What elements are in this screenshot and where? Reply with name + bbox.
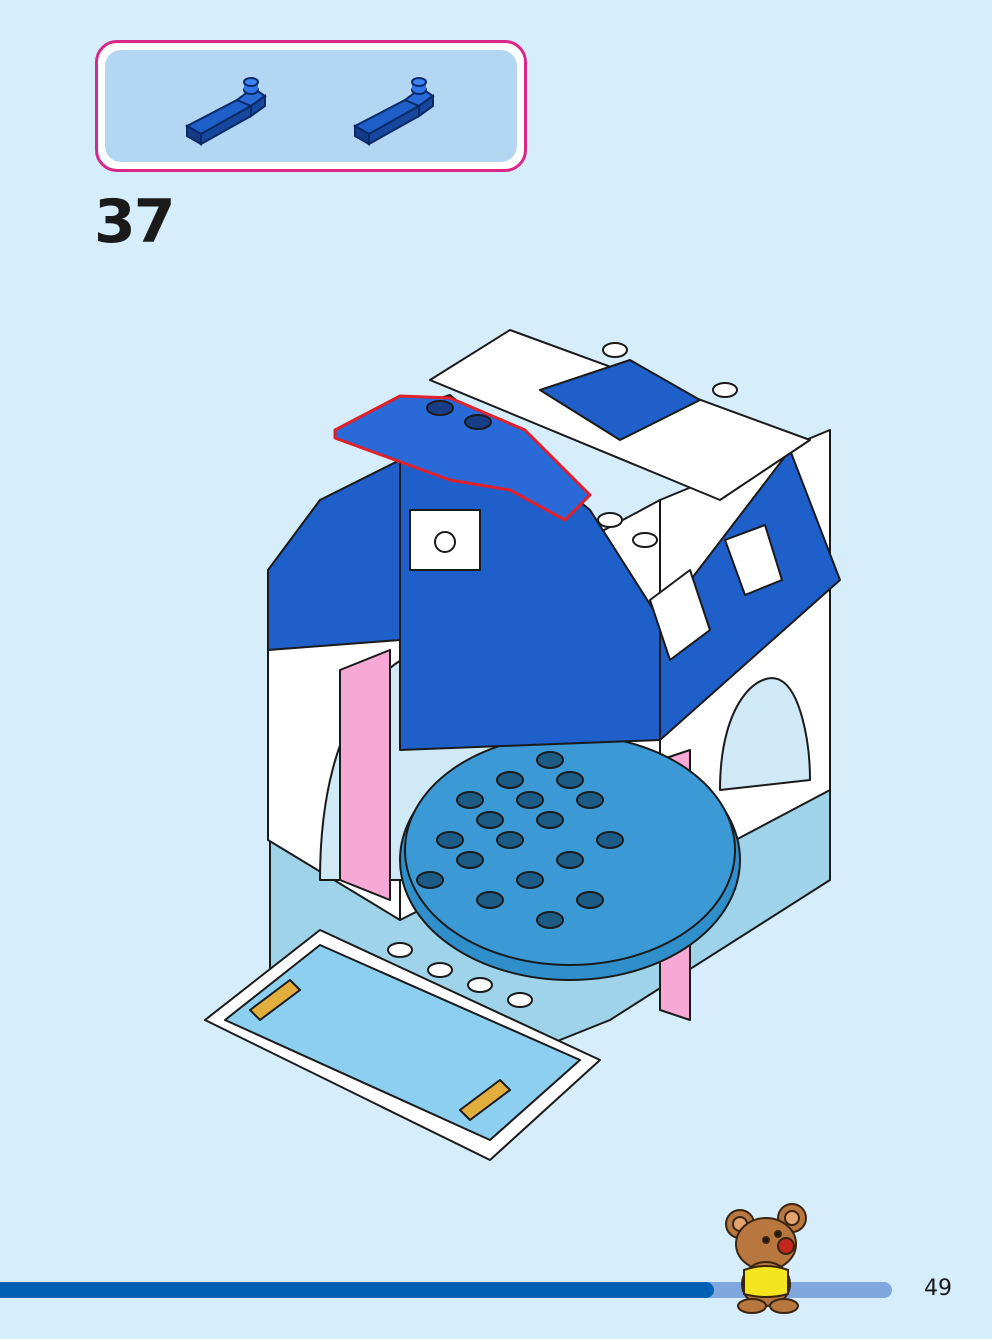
- progress-bar-fill: [0, 1282, 714, 1298]
- blue-slope-brick-icon: [352, 77, 435, 146]
- parts-callout: [95, 40, 527, 172]
- progress-bar: [0, 1282, 892, 1298]
- parts-callout-panel: [105, 50, 517, 162]
- mouse-mascot-icon: [725, 1203, 807, 1314]
- blue-slope-brick-icon: [184, 77, 267, 146]
- castle-build-illustration-icon: [204, 329, 841, 1161]
- page-number: 49: [924, 1276, 952, 1301]
- step-number: 37: [94, 187, 175, 257]
